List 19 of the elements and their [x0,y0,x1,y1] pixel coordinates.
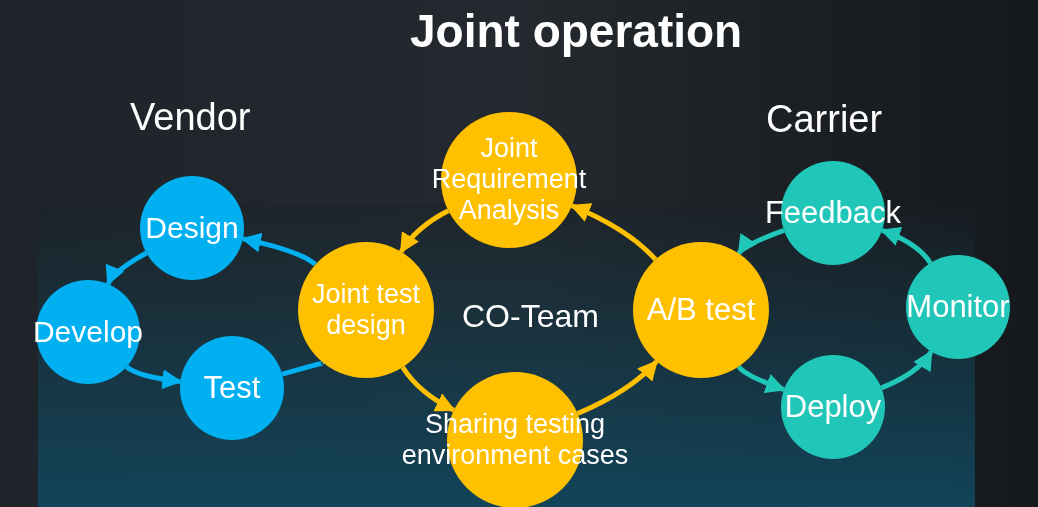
group-label: Carrier [766,98,883,141]
node-label: Monitor [905,289,1011,325]
arrow [880,227,933,265]
node-label: Deploy [783,389,883,425]
arrow [576,359,659,416]
arrow [105,250,148,286]
arrow [400,365,456,413]
node-label: Joint test design [310,278,422,342]
node-label: A/B test [645,292,757,328]
center-label: CO-Team [462,298,599,335]
node-label: Design [144,210,240,246]
arrow [399,208,450,254]
title: Joint operation [410,4,743,58]
arrow [880,349,934,391]
group-label: Vendor [130,96,251,139]
node-label: Test [202,370,262,406]
arrow [570,203,658,262]
arrow [736,228,785,256]
arrow [736,364,786,393]
